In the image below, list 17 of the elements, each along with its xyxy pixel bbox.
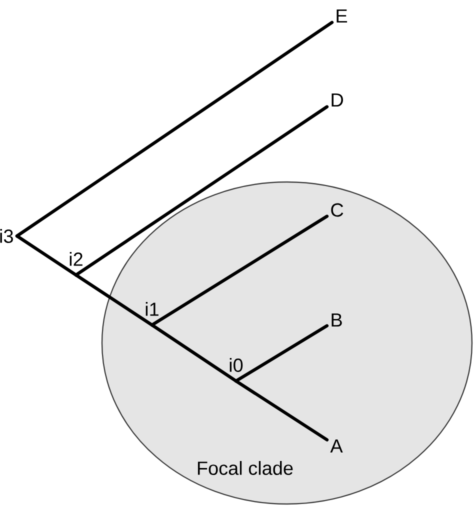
branch-point-label: i2 — [70, 252, 82, 266]
branch-line — [150, 214, 329, 327]
tip-label: A — [330, 439, 343, 453]
branch-line — [15, 20, 334, 238]
branch-point-label: i0 — [230, 358, 243, 372]
branch-point-label: i1 — [146, 302, 158, 316]
branch-point-label: i3 — [0, 229, 13, 243]
tip-label: E — [336, 9, 348, 23]
branch-line — [74, 273, 154, 327]
tip-label: B — [332, 313, 342, 327]
branch-line — [74, 105, 329, 277]
tip-label: D — [332, 93, 343, 107]
branch-line — [234, 379, 329, 442]
branch-line — [150, 323, 238, 383]
tip-label: C — [331, 203, 344, 217]
branch-line — [234, 324, 329, 383]
branch-line — [15, 234, 78, 277]
